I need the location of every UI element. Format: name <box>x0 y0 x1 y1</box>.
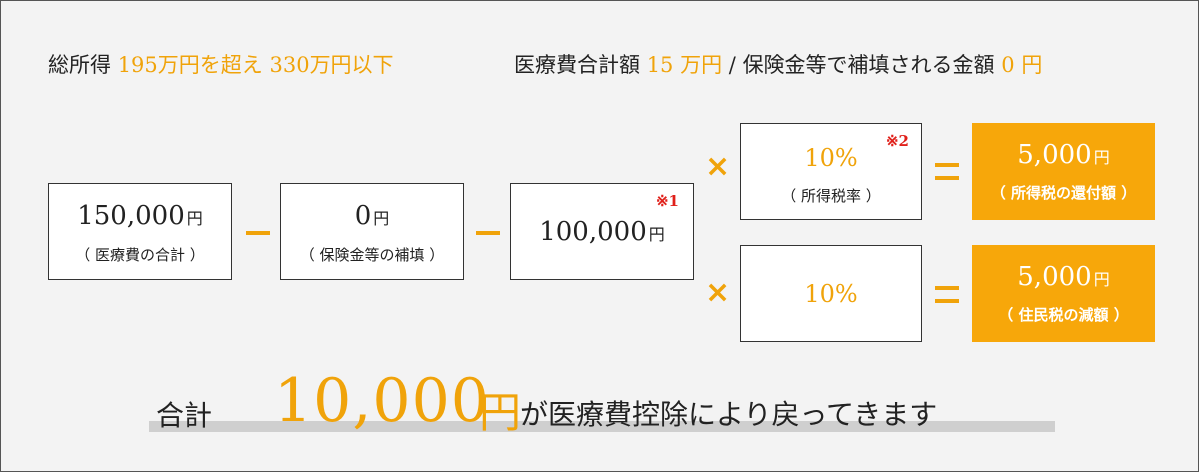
equals-operator-1 <box>935 163 959 180</box>
total-yen: 円 <box>479 388 522 437</box>
total-message: が医療費控除により戻ってきます <box>520 398 938 431</box>
resident-tax-cut-amount: 5,000 <box>1017 262 1092 292</box>
total-label: 合計 <box>156 399 213 432</box>
total-underline <box>149 421 1055 432</box>
income-tax-rate-label: （ 所得税率 ） <box>781 187 881 205</box>
resident-tax-cut-label: （ 住民税の減額 ） <box>998 306 1129 324</box>
income-range-header: 総所得 195万円を超え 330万円以下 <box>48 53 394 77</box>
insurance-label: （ 保険金等の補填 ） <box>299 246 445 264</box>
minus-operator-1 <box>246 231 270 235</box>
insurance-amount: 0 <box>354 201 372 231</box>
times-operator-2: × <box>705 275 731 310</box>
medical-total-amount: 150,000 <box>77 201 185 231</box>
medical-total-label: （ 医療費の合計 ） <box>75 246 205 264</box>
note-marker-1: ※1 <box>655 192 679 210</box>
medical-cost-header: 医療費合計額 15 万円 / 保険金等で補填される金額 0 円 <box>514 53 1043 77</box>
deduction-amount: 100,000 <box>539 217 647 247</box>
income-tax-refund-amount: 5,000 <box>1017 140 1092 170</box>
income-tax-rate-value: 10% <box>804 144 858 172</box>
resident-tax-rate-box: 10% <box>740 245 922 342</box>
note-marker-2: ※2 <box>885 132 909 150</box>
times-operator-1: × <box>705 149 731 184</box>
total-amount: 10,000 <box>274 366 490 436</box>
resident-tax-rate-value: 10% <box>804 280 858 308</box>
minus-operator-2 <box>476 231 500 235</box>
income-tax-rate-box: ※2 10% （ 所得税率 ） <box>740 123 922 220</box>
income-tax-refund-label: （ 所得税の還付額 ） <box>990 184 1137 202</box>
equals-operator-2 <box>935 286 959 303</box>
